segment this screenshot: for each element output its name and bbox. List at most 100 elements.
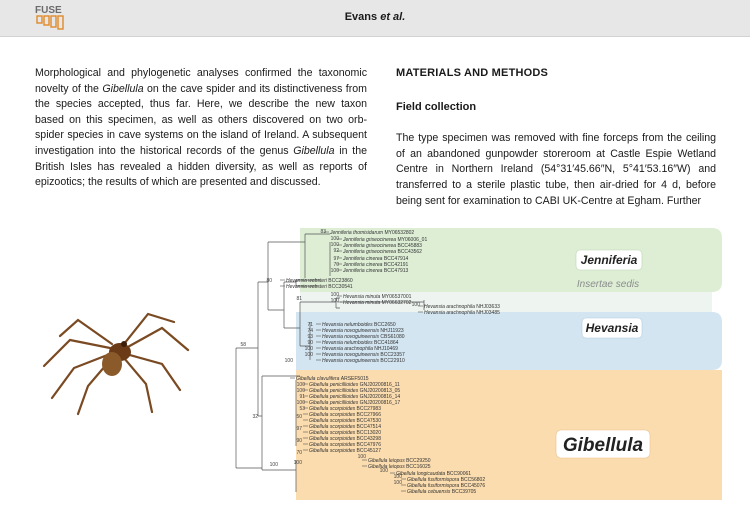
tip-label: Gibellula fusiformispora BCC56802 (407, 477, 485, 483)
bootstrap-value: 100 (331, 298, 340, 304)
bootstrap-value: 58 (240, 342, 246, 348)
tip-label: Gibellula fusiformispora BCC45076 (407, 483, 485, 489)
intro-text-2: on the cave spider and its distinctivene… (35, 82, 367, 157)
bootstrap-value: 100 (331, 292, 340, 298)
tip-label: Jenniferia griseocinerea BCC45883 (342, 243, 422, 249)
tip-label: Gibellula scorpioides BCC47976 (309, 442, 381, 448)
bootstrap-value: 100 (297, 388, 306, 394)
tip-label: Hevansia arachnophila NHJ03485 (424, 310, 500, 316)
tip-label: Jenniferia thomisidarum MY06532802 (329, 230, 414, 236)
bootstrap-value: 74 (307, 328, 313, 334)
bootstrap-value: 100 (412, 302, 421, 308)
intro-text-1: Morphological and phylogenetic analyses … (35, 67, 367, 95)
tip-label: Gibellula leiopus BCC16025 (368, 464, 431, 470)
field-collection-paragraph: The type specimen was removed with fine … (396, 132, 716, 207)
tip-label: Hevansia websteri BCC30541 (286, 284, 353, 290)
tip-label: Gibellula clavulifera ARSEF5015 (296, 376, 369, 382)
tip-label: Hevansia minuta MY06537001 (343, 294, 412, 300)
logo-text: FUSE (35, 5, 62, 16)
bootstrap-value: 100 (394, 480, 403, 486)
journal-logo: FUSE (34, 3, 74, 33)
subsection-heading: Field collection (396, 100, 477, 113)
insertae-band (300, 292, 712, 312)
right-column: MATERIALS AND METHODS Field collection T… (396, 66, 716, 209)
intro-genus-2: Gibellula (293, 144, 335, 157)
gibellula-label: Gibellula (563, 435, 644, 456)
tip-label: Hevansia minuta MY06632702 (343, 300, 412, 306)
tip-label: Hevansia novoguineensis BCC22910 (322, 358, 405, 364)
journal-logo-mark: FUSE (35, 5, 64, 30)
cave-spider-illustration (42, 312, 190, 416)
bootstrap-value: 90 (307, 340, 313, 346)
tip-label: Jenniferia cinerea BCC42191 (342, 262, 409, 268)
gibellula-label-box (555, 429, 651, 459)
bootstrap-value: 97 (296, 426, 302, 432)
bootstrap-value: 80 (266, 278, 272, 284)
running-head: Evans et al. (0, 11, 750, 23)
bootstrap-value: 50 (296, 414, 302, 420)
tip-label: Gibellula penicillioides GNJ20200813_05 (309, 388, 400, 394)
bootstrap-value: 32 (252, 414, 258, 420)
bootstrap-value: 91 (299, 394, 305, 400)
tip-label: Gibellula scorpioides BCC43298 (309, 436, 381, 442)
tip-label: Gibellula scorpioides BCC27966 (309, 412, 381, 418)
running-head-author: Evans (344, 11, 378, 23)
hevansia-label: Hevansia (586, 321, 639, 335)
bootstrap-value: 100 (305, 352, 314, 358)
tip-label: Hevansia arachnophila NHJ10469 (322, 346, 398, 352)
bootstrap-value: 100 (270, 462, 279, 468)
bootstrap-value: 81 (296, 296, 302, 302)
tip-label: Hevansia novoguineensis NHJ11923 (322, 328, 404, 334)
phylogenetic-tree: Jenniferia thomisidarum MY06532802Jennif… (42, 228, 722, 500)
tip-label: Gibellula longicaudata BCC90061 (396, 471, 471, 477)
tip-label: Gibellula scorpioides BCC13020 (309, 430, 381, 436)
bootstrap-value: 100 (380, 468, 389, 474)
tip-label: Gibellula scorpioides BCC47530 (309, 418, 381, 424)
intro-text-3: in the British Isles has revealed a hidd… (35, 144, 368, 189)
tip-label: Gibellula scorpioides BCC27983 (309, 406, 381, 412)
tip-label: Gibellula cebuensis BCC39705 (407, 489, 476, 495)
tip-label: Jenniferia cinerea BCC47914 (342, 256, 409, 262)
bootstrap-value: 92 (333, 248, 339, 254)
intro-genus-1: Gibellula (102, 82, 144, 95)
bootstrap-value: 97 (333, 256, 339, 262)
tip-label: Jenniferia cinerea BCC47913 (342, 268, 409, 274)
bootstrap-value: 100 (331, 268, 340, 274)
tip-label: Hevansia nelumboides BCC41864 (322, 340, 399, 346)
tip-label: Hevansia novoguineensis BCC23357 (322, 352, 405, 358)
tip-label: Hevansia nelumboides BCC2650 (322, 322, 396, 328)
tip-label: Gibellula penicillioides GNJ20200816_14 (309, 394, 400, 400)
tip-labels: Jenniferia thomisidarum MY06532802Jennif… (280, 230, 500, 495)
section-heading: MATERIALS AND METHODS (396, 67, 549, 79)
tip-label: Gibellula penicillioides GNJ20200816_17 (309, 400, 400, 406)
bootstrap-value: 90 (296, 438, 302, 444)
tip-label: Hevansia arachnophila NHJ03633 (424, 304, 500, 310)
bootstrap-value: 100 (394, 474, 403, 480)
intro-paragraph: Morphological and phylogenetic analyses … (35, 66, 367, 191)
bootstrap-value: 83 (320, 229, 326, 235)
bootstrap-value: 100 (331, 236, 340, 242)
insertae-sedis-label: Insertae sedis (577, 279, 639, 290)
bootstrap-value: 100 (358, 454, 367, 460)
tip-label: Jenniferia griseocinerea BCC43562 (342, 249, 422, 255)
tree-branches (235, 233, 425, 492)
support-values: 8310010092977010058801001001008171749390… (240, 229, 420, 486)
bootstrap-value: 100 (297, 400, 306, 406)
bootstrap-value: 100 (285, 358, 294, 364)
hevansia-label-box (581, 317, 643, 339)
page-header: FUSE Evans et al. (0, 0, 750, 37)
bootstrap-value: 53 (299, 406, 305, 412)
running-head-etal: et al. (380, 11, 406, 23)
left-column: Morphological and phylogenetic analyses … (35, 66, 367, 191)
bootstrap-value: 100 (331, 242, 340, 248)
bootstrap-value: 71 (307, 322, 313, 328)
tip-label: Hevansia novoguineensis CBS61080 (322, 334, 405, 340)
gibellula-clade-band (296, 370, 722, 500)
tip-label: Gibellula leiopus BCC29250 (368, 458, 431, 464)
tip-label: Gibellula scorpioides BCC47514 (309, 424, 381, 430)
jenniferia-clade-band (300, 228, 722, 292)
bootstrap-value: 100 (297, 382, 306, 388)
jenniferia-label-box (575, 249, 643, 271)
jenniferia-label: Jenniferia (581, 253, 638, 267)
